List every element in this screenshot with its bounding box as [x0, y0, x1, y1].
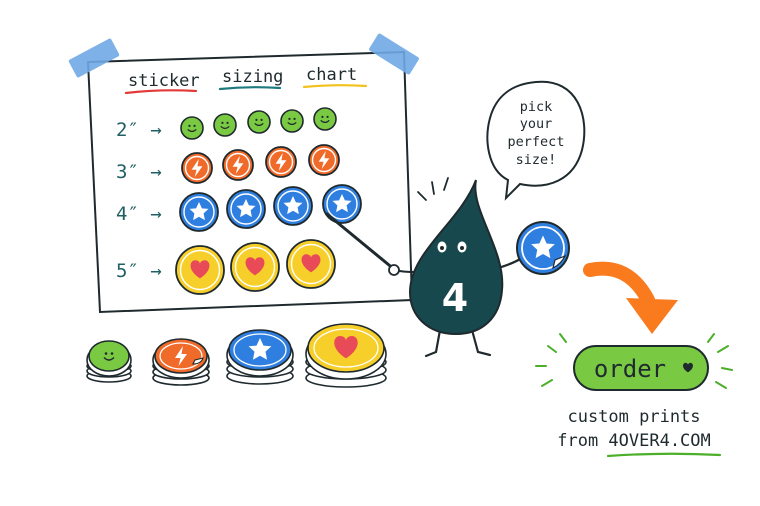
star-sticker — [273, 186, 313, 226]
chart-title-word-2: sizing — [222, 67, 283, 87]
sticker-stack-xlarge — [305, 323, 387, 388]
arrow-icon — [583, 261, 678, 334]
lightning-sticker — [308, 144, 340, 176]
row-label-3in: 3″ → — [116, 161, 162, 183]
chart-title-word-3: chart — [306, 65, 357, 85]
bubble-line-2: your — [520, 116, 553, 132]
sticker-stack-small — [86, 340, 132, 383]
smiley-sticker — [213, 113, 237, 137]
order-button-label: order — [594, 355, 666, 383]
sizing-chart-paper: sticker sizing chart 2″ → 3″ → 4″ → 5″ → — [68, 33, 419, 314]
smiley-sticker — [280, 109, 304, 133]
tape-left — [68, 38, 120, 78]
pointer-stick — [325, 212, 397, 272]
mascot-drop: 4 — [388, 177, 524, 358]
bubble-line-4: size! — [516, 152, 557, 168]
tape-right — [369, 33, 419, 75]
row-label-2in: 2″ → — [116, 119, 162, 141]
held-star-sticker — [516, 221, 570, 275]
row-3in-stickers — [181, 144, 340, 184]
row-label-5in: 5″ → — [116, 260, 162, 282]
sticker-stack-medium — [152, 338, 210, 386]
sticker-stack-large — [226, 329, 294, 385]
chart-title-word-1: sticker — [128, 71, 200, 91]
smiley-sticker — [180, 116, 204, 140]
heart-sticker — [230, 242, 280, 292]
tagline-line-2: from 4OVER4.COM — [557, 431, 711, 451]
row-label-4in: 4″ → — [116, 203, 162, 225]
heart-sticker — [286, 239, 336, 289]
mascot-number: 4 — [442, 276, 468, 320]
tagline-line-1: custom prints — [567, 407, 700, 427]
star-sticker — [226, 189, 266, 229]
order-button[interactable]: order — [535, 333, 733, 391]
smiley-sticker — [313, 107, 337, 131]
star-sticker — [322, 184, 362, 224]
lightning-sticker — [265, 146, 297, 178]
smiley-sticker — [247, 110, 271, 134]
bubble-line-1: pick — [520, 99, 553, 115]
speech-bubble: pick your perfect size! — [486, 80, 586, 201]
heart-icon — [683, 362, 693, 373]
tagline-underline — [606, 452, 722, 458]
lightning-sticker — [222, 149, 254, 181]
row-2in-stickers — [180, 107, 337, 140]
bubble-line-3: perfect — [508, 134, 565, 150]
row-4in-stickers — [179, 184, 362, 232]
lightning-sticker — [181, 152, 213, 184]
star-sticker — [179, 192, 219, 232]
heart-sticker — [175, 245, 225, 295]
row-5in-stickers — [175, 239, 336, 295]
